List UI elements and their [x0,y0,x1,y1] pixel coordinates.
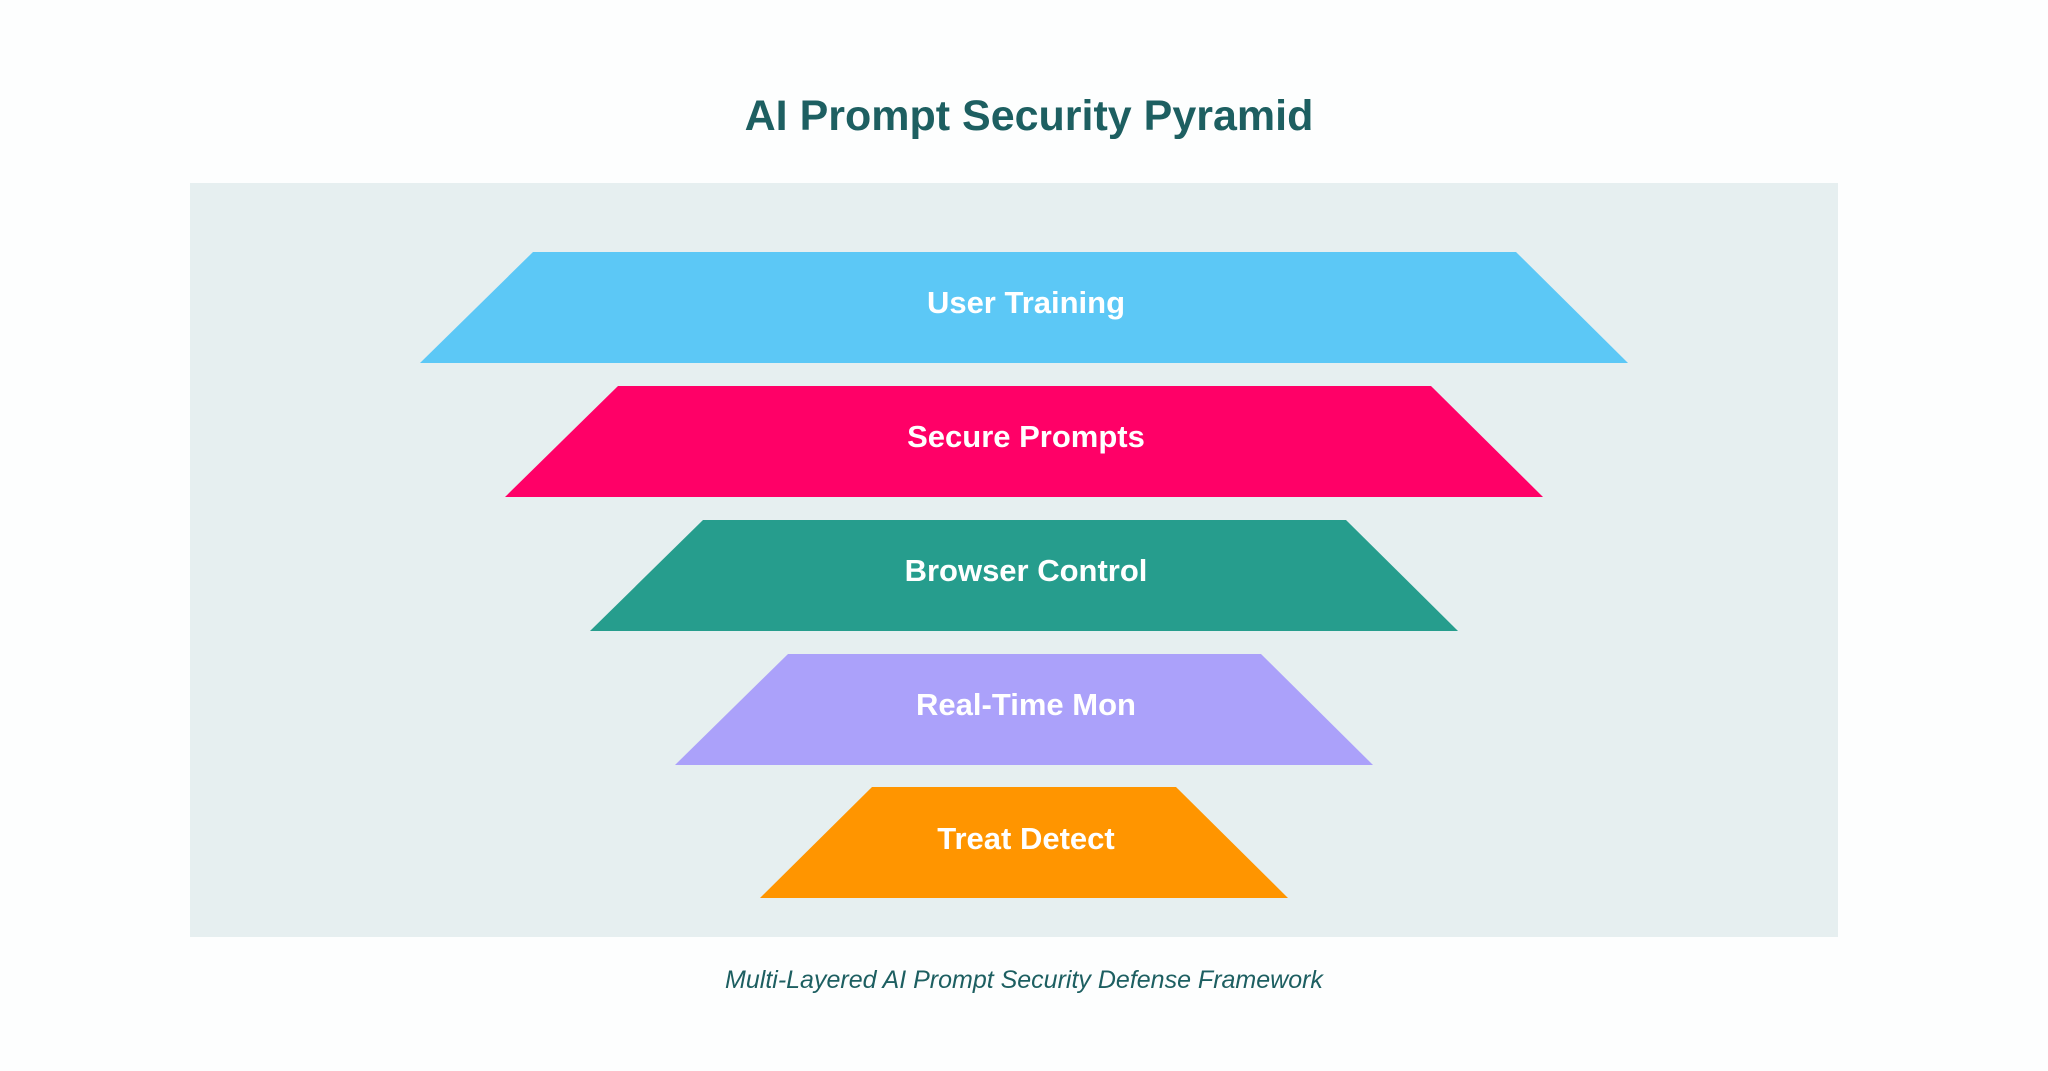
pyramid-layer-5[interactable]: Treat Detect [760,787,1288,898]
layer-shape [590,520,1458,631]
pyramid-layer-4[interactable]: Real-Time Mon [675,654,1373,765]
layer-shape [760,787,1288,898]
layer-label: Secure Prompts [907,419,1145,454]
diagram-caption: Multi-Layered AI Prompt Security Defense… [725,966,1323,994]
layer-shape [420,252,1628,363]
layer-shape [505,386,1543,497]
layer-label: Treat Detect [937,821,1114,856]
pyramid-layer-3[interactable]: Browser Control [590,520,1458,631]
page-title: AI Prompt Security Pyramid [744,92,1314,140]
layer-label: Real-Time Mon [916,687,1136,722]
layer-label: User Training [927,285,1125,320]
layer-label: Browser Control [905,553,1148,588]
pyramid-layer-2[interactable]: Secure Prompts [505,386,1543,497]
layer-shape [675,654,1373,765]
pyramid-layer-1[interactable]: User Training [420,252,1628,363]
